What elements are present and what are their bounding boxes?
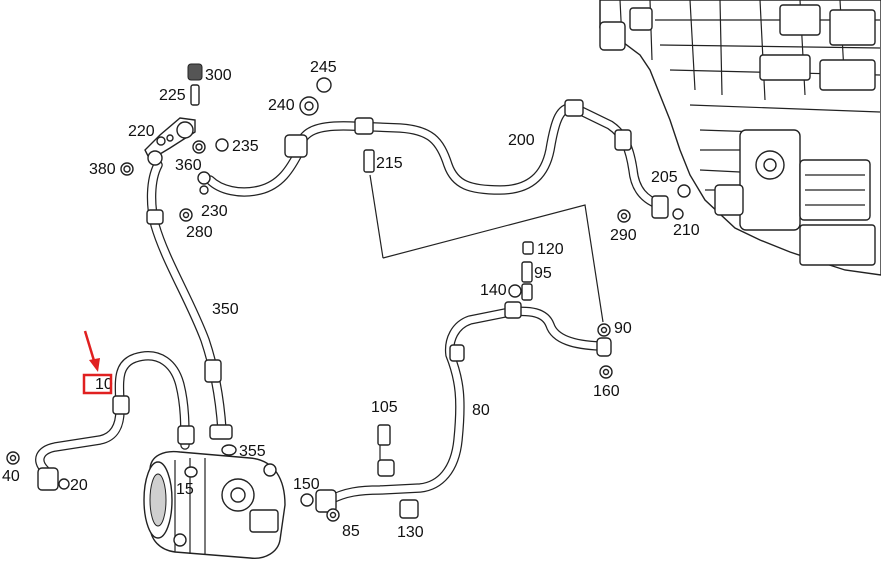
label-105: 105 xyxy=(371,399,398,416)
label-85: 85 xyxy=(342,523,360,540)
label-10: 10 xyxy=(95,376,113,393)
highlight-box xyxy=(82,373,113,395)
label-130: 130 xyxy=(397,524,424,541)
label-235: 235 xyxy=(232,138,259,155)
label-15: 15 xyxy=(176,481,194,498)
label-205: 205 xyxy=(651,169,678,186)
highlight-part-10 xyxy=(82,330,113,395)
label-350: 350 xyxy=(212,301,239,318)
label-215: 215 xyxy=(376,155,403,172)
label-225: 225 xyxy=(159,87,186,104)
label-380: 380 xyxy=(89,161,116,178)
part-labels: 10 15 20 40 80 85 90 95 105 120 130 140 … xyxy=(2,59,700,541)
label-300: 300 xyxy=(205,67,232,84)
refrigerant-line-200 xyxy=(205,99,669,219)
label-40: 40 xyxy=(2,468,20,485)
small-components xyxy=(6,63,691,522)
label-240: 240 xyxy=(268,97,295,114)
label-355: 355 xyxy=(239,443,266,460)
label-200: 200 xyxy=(508,132,535,149)
label-160: 160 xyxy=(593,383,620,400)
label-280: 280 xyxy=(186,224,213,241)
label-220: 220 xyxy=(128,123,155,140)
label-230: 230 xyxy=(201,203,228,220)
label-245: 245 xyxy=(310,59,337,76)
label-290: 290 xyxy=(610,227,637,244)
label-140: 140 xyxy=(480,282,507,299)
label-120: 120 xyxy=(537,241,564,258)
label-80: 80 xyxy=(472,402,490,419)
label-360: 360 xyxy=(175,157,202,174)
refrigerant-line-10 xyxy=(35,351,195,491)
label-210: 210 xyxy=(673,222,700,239)
ac-compressor xyxy=(143,450,286,559)
refrigerant-line-350 xyxy=(144,117,233,440)
label-95: 95 xyxy=(534,265,552,282)
refrigerant-line-80 xyxy=(315,301,612,513)
label-150: 150 xyxy=(293,476,320,493)
label-90: 90 xyxy=(614,320,632,337)
highlight-arrow-shaft xyxy=(83,330,97,365)
hvac-evaporator-housing xyxy=(599,0,881,276)
label-20: 20 xyxy=(70,477,88,494)
highlight-arrow-head xyxy=(89,358,100,372)
